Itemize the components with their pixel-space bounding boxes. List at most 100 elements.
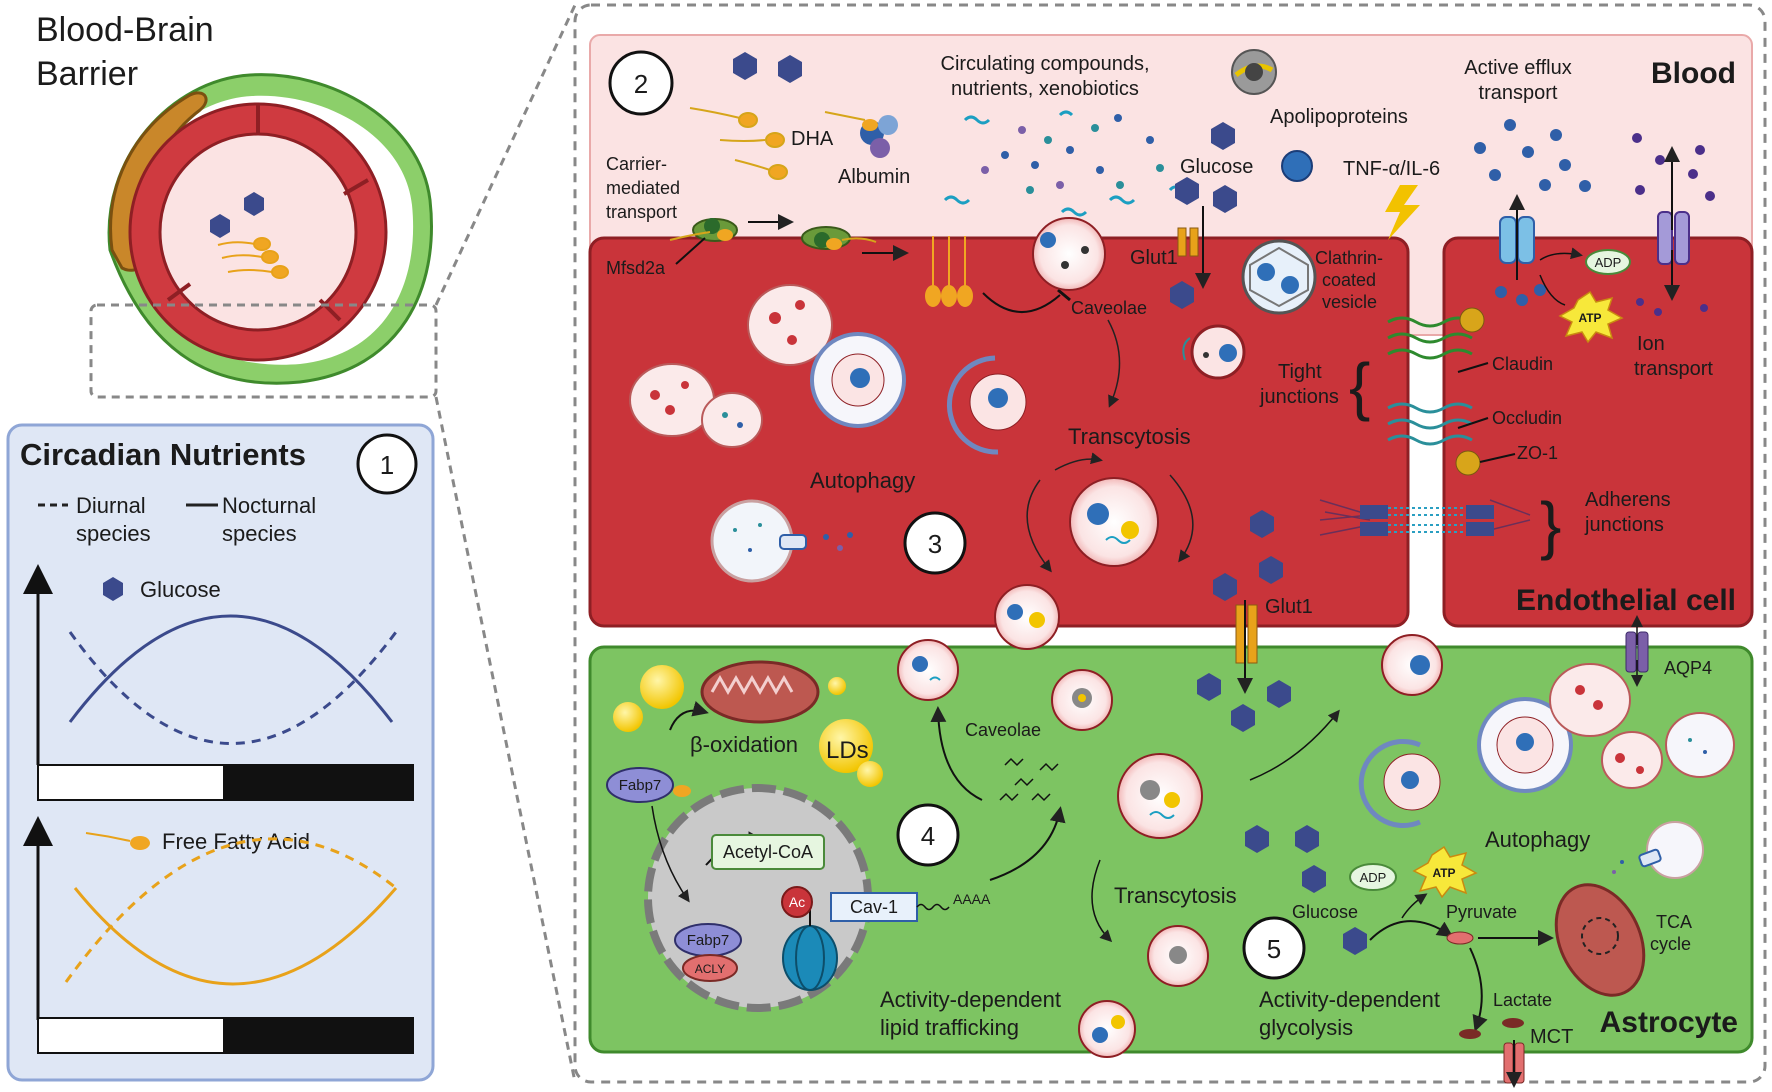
glucose-label: Glucose (140, 577, 221, 602)
tca-line2: cycle (1650, 934, 1691, 954)
glucose-icon (1211, 122, 1235, 150)
dha-label: DHA (791, 128, 834, 150)
lumen-glucose-icon (244, 192, 264, 216)
aqp4-channel (1625, 631, 1649, 673)
aaaa-label: AAAA (953, 891, 991, 907)
efflux-line1: Active efflux (1464, 57, 1571, 79)
bbb-title-line1: Blood-Brain (36, 11, 214, 49)
lipid-droplets (613, 665, 883, 787)
cav1-box (830, 892, 918, 922)
adherens-junction-proteins (1319, 499, 1531, 536)
dha-fatty-acids (689, 107, 866, 180)
fatty-acid-icon (85, 832, 150, 850)
atp-label-endo: ATP (1578, 311, 1601, 325)
glucose-icon (1343, 927, 1367, 955)
ion-channel (1657, 211, 1690, 265)
glucose-icon (1175, 177, 1199, 205)
mitochondrion-icon (700, 660, 820, 724)
caveola-vesicle-top (1032, 217, 1106, 291)
panel4-number: 4 (921, 821, 935, 851)
detail-frame (573, 3, 1767, 1084)
adp-badge-astro (1349, 863, 1397, 891)
endothelial-cell-right (1442, 236, 1754, 628)
fabp7-nuc-label: Fabp7 (687, 932, 730, 949)
carrier-line1: Carrier- (606, 154, 667, 174)
transcytosis-label-endo: Transcytosis (1068, 424, 1191, 449)
zo1-protein (1459, 307, 1485, 333)
beta-ox-label: β-oxidation (690, 732, 798, 757)
acetyl-coa-box (711, 834, 825, 870)
phagophore-vesicle (947, 355, 1027, 455)
glucose-icon (733, 52, 757, 80)
lysosome-endo (710, 499, 853, 583)
blood-glucose-pair (733, 52, 802, 83)
glucose-icon (778, 55, 802, 83)
astro-glucose-cluster (1197, 673, 1367, 955)
panel3-number: 3 (928, 529, 942, 559)
glucose-icon (1302, 865, 1326, 893)
glucose-icon (1197, 673, 1221, 701)
glucose-icon (103, 577, 123, 601)
endosome-vesicle (1182, 324, 1246, 380)
endothelial-title: Endothelial cell (1516, 584, 1736, 617)
legend-nocturnal-2: species (222, 521, 297, 546)
glucose-chart: Glucose (23, 564, 414, 801)
clathrin-line1: Clathrin- (1315, 248, 1383, 268)
bbb-illustration: Blood-Brain Barrier (36, 4, 577, 1083)
acly-protein (682, 954, 738, 982)
ion-particles (1632, 133, 1715, 201)
lipid-line2: lipid trafficking (880, 1015, 1019, 1040)
panel5-number: 5 (1267, 934, 1281, 964)
ion-line2: transport (1634, 358, 1713, 380)
circulating-line1: Circulating compounds, (941, 53, 1150, 75)
fabp7-protein (606, 767, 674, 803)
adherens-line2: junctions (1584, 514, 1664, 536)
endothelial-glucose-cluster (1213, 510, 1283, 601)
glyco-line1: Activity-dependent (1259, 987, 1440, 1012)
lumen-fatty-acid-icon (217, 237, 289, 279)
clathrin-line2: coated (1322, 270, 1376, 290)
legend-nocturnal-1: Nocturnal (222, 493, 316, 518)
adherens-line1: Adherens (1585, 489, 1671, 511)
astrocyte-cell (588, 645, 1754, 1054)
apolipoproteins-label: Apolipoproteins (1270, 106, 1408, 128)
occludin-label: Occludin (1492, 408, 1562, 428)
fabp7-label: Fabp7 (619, 777, 662, 794)
membrane-lipids (925, 236, 973, 307)
nucleosome-icon (781, 886, 838, 991)
glut1-transporter-top (1177, 227, 1199, 257)
tca-mitochondrion-icon (1554, 883, 1646, 997)
autophagy-label-endo: Autophagy (810, 468, 915, 493)
atp-label-astro: ATP (1432, 866, 1455, 880)
claudin-proteins (1387, 316, 1473, 360)
ion-line1: Ion (1637, 333, 1665, 355)
glut1-bottom-label: Glut1 (1265, 596, 1313, 618)
astro-vesicles (897, 634, 1443, 1058)
carrier-line3: transport (606, 202, 677, 222)
lumen-glucose-icon (210, 214, 230, 238)
tca-line1: TCA (1656, 912, 1692, 932)
tight-brace: { (1349, 350, 1370, 422)
carrier-line2: mediated (606, 178, 680, 198)
glucose-icon (1250, 510, 1274, 538)
caveolin-oligomers (999, 757, 1059, 802)
ffa-label: Free Fatty Acid (162, 829, 310, 854)
pyruvate-label: Pyruvate (1446, 902, 1517, 922)
panel2-number: 2 (634, 69, 648, 99)
adp-badge-endo (1585, 249, 1631, 275)
tight-line1: Tight (1278, 361, 1322, 383)
efflux-line2: transport (1479, 82, 1558, 104)
zo1-protein (1455, 450, 1481, 476)
apolipoprotein-icon (1231, 49, 1277, 95)
crossing-vesicle (994, 584, 1060, 650)
glucose-diurnal-curve (68, 631, 398, 745)
efflux-lower-particles (1495, 284, 1546, 306)
acetyl-coa-label: Acetyl-CoA (723, 842, 813, 862)
lightning-icon (1385, 185, 1420, 240)
panel1-number: 1 (380, 450, 394, 480)
lactate-label: Lactate (1493, 990, 1552, 1010)
glucose-icon (1213, 573, 1237, 601)
glucose-icon (1295, 825, 1319, 853)
tnf-label: TNF-α/IL-6 (1343, 158, 1440, 180)
lipid-line1: Activity-dependent (880, 987, 1061, 1012)
